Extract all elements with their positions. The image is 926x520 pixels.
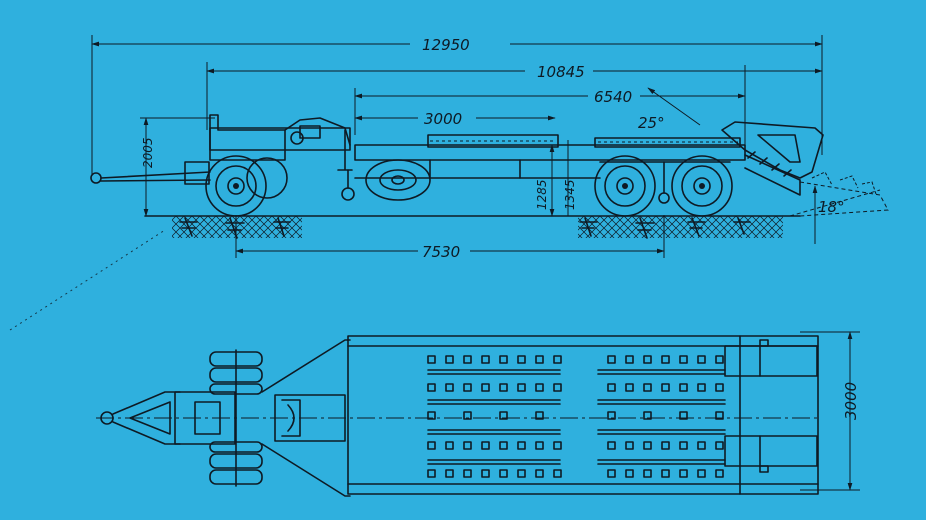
tie-down-square — [481, 441, 490, 450]
tie-down-square — [697, 469, 706, 478]
tie-down-square — [643, 383, 652, 392]
tie-down-square — [445, 469, 454, 478]
spare-wheel — [365, 159, 431, 201]
dim-7530: 7530 — [422, 243, 460, 261]
tie-down-square — [535, 355, 544, 364]
tie-down-square — [643, 469, 652, 478]
tie-down-square — [445, 383, 454, 392]
ground-hatch-left — [172, 216, 302, 238]
rear-ramps — [721, 121, 889, 217]
tie-down-square — [715, 411, 724, 420]
tie-down-square — [679, 355, 688, 364]
tie-down-square — [715, 383, 724, 392]
tie-down-square — [607, 441, 616, 450]
tie-down-square — [697, 441, 706, 450]
tie-down-square — [427, 411, 436, 420]
rear-wheel-1 — [594, 155, 656, 217]
tie-down-square — [463, 383, 472, 392]
tie-down-square — [715, 441, 724, 450]
dim-2005: 2005 — [141, 137, 155, 168]
dim-18deg: 18° — [818, 198, 845, 216]
deck — [354, 134, 746, 179]
tie-down-square — [463, 411, 472, 420]
front-wheel-1 — [205, 155, 267, 217]
tie-down-square — [499, 383, 508, 392]
tie-down-square — [553, 383, 562, 392]
tie-down-square — [625, 469, 634, 478]
tie-down-square — [553, 355, 562, 364]
dim-12950: 12950 — [422, 36, 470, 54]
tie-down-square — [535, 441, 544, 450]
tie-down-square — [643, 355, 652, 364]
side-view: 12950 10845 6540 3000 25° 2005 1285 1345… — [90, 34, 889, 261]
tie-down-square — [679, 383, 688, 392]
dim-6540: 6540 — [594, 88, 632, 106]
tie-down-square — [463, 441, 472, 450]
tie-down-square — [427, 469, 436, 478]
tie-down-square — [697, 383, 706, 392]
tie-down-square — [625, 441, 634, 450]
front-bogie — [209, 114, 355, 201]
tie-down-square — [481, 355, 490, 364]
tie-down-square — [517, 469, 526, 478]
tie-down-square — [427, 355, 436, 364]
top-platform — [347, 335, 819, 495]
tie-down-square — [427, 383, 436, 392]
tie-down-square — [679, 469, 688, 478]
dim-1345: 1345 — [563, 179, 577, 210]
tie-down-square — [697, 355, 706, 364]
dim-10845: 10845 — [537, 63, 585, 81]
tie-down-square — [625, 355, 634, 364]
front-wheel-2 — [246, 157, 288, 199]
dim-3000-top: 3000 — [842, 382, 860, 420]
tie-down-square — [463, 469, 472, 478]
tie-down-square — [625, 383, 634, 392]
tie-down-square — [661, 383, 670, 392]
tie-down-square — [517, 355, 526, 364]
rear-wheel-2 — [671, 155, 733, 217]
tie-down-square — [607, 469, 616, 478]
tie-down-square — [499, 411, 508, 420]
tie-down-square — [427, 441, 436, 450]
top-drawbar — [100, 391, 236, 445]
top-view: 3000 — [96, 331, 860, 497]
tie-down-square — [481, 383, 490, 392]
tie-down-square — [517, 441, 526, 450]
deck-rails — [427, 369, 726, 465]
tie-down-square — [445, 441, 454, 450]
tie-down-square — [553, 441, 562, 450]
tie-down-square — [607, 383, 616, 392]
top-rear-ramps — [724, 339, 818, 473]
tie-down-square — [679, 441, 688, 450]
ground-hatch-right — [578, 216, 783, 238]
tie-down-square — [661, 441, 670, 450]
tie-down-square — [463, 355, 472, 364]
tie-down-square — [445, 355, 454, 364]
tie-down-square — [679, 411, 688, 420]
dim-1285: 1285 — [535, 179, 549, 210]
tie-down-square — [517, 383, 526, 392]
tie-down-square — [535, 411, 544, 420]
dim-3000-side: 3000 — [424, 110, 462, 128]
tie-down-square — [535, 383, 544, 392]
tie-down-square — [715, 469, 724, 478]
tie-down-square — [643, 411, 652, 420]
tie-down-square — [499, 441, 508, 450]
tie-down-square — [535, 469, 544, 478]
suspension — [599, 161, 731, 204]
tie-down-square — [607, 411, 616, 420]
tie-down-square — [481, 469, 490, 478]
tie-down-square — [661, 469, 670, 478]
ground-spring-marks — [179, 217, 751, 239]
tie-down-square — [661, 355, 670, 364]
tie-down-square — [499, 469, 508, 478]
tie-down-square — [643, 441, 652, 450]
tie-down-square — [715, 355, 724, 364]
tie-down-square — [607, 355, 616, 364]
tie-down-square — [499, 355, 508, 364]
tie-down-square — [553, 469, 562, 478]
dim-25deg: 25° — [638, 114, 665, 132]
tie-down-points — [427, 355, 724, 478]
